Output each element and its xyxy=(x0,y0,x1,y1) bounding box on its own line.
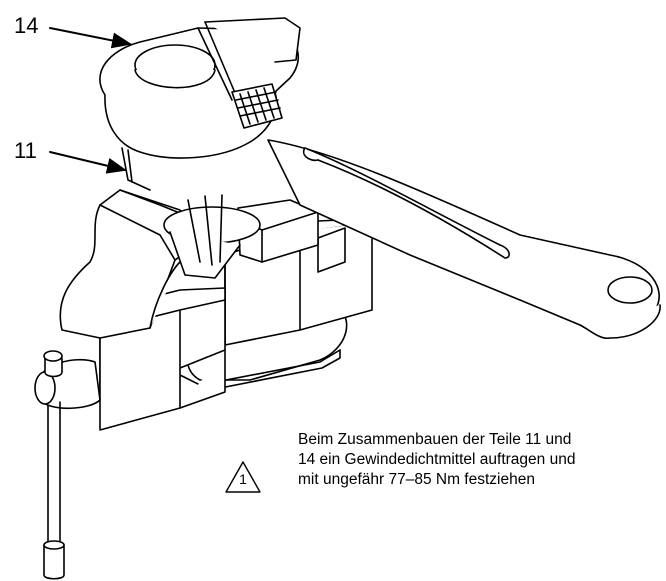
note-line: mit ungefähr 77–85 Nm festziehen xyxy=(298,471,535,488)
adjustable-wrench xyxy=(99,17,661,340)
callout-label-14: 14 xyxy=(14,13,39,38)
note-line: 14 ein Gewindedichtmittel auftragen und xyxy=(298,451,576,468)
vise-screw-handle xyxy=(34,350,101,580)
callout-label-11: 11 xyxy=(14,138,37,163)
callout-arrow-11 xyxy=(49,151,127,174)
assembly-note: Beim Zusammenbauen der Teile 11 und 14 e… xyxy=(298,430,658,490)
note-line: Beim Zusammenbauen der Teile 11 und xyxy=(298,431,572,448)
warning-triangle-icon xyxy=(225,461,261,493)
callout-arrow-14 xyxy=(49,27,132,49)
warning-symbol-number: 1 xyxy=(239,471,247,487)
clamped-pipe-part-11 xyxy=(121,147,261,279)
